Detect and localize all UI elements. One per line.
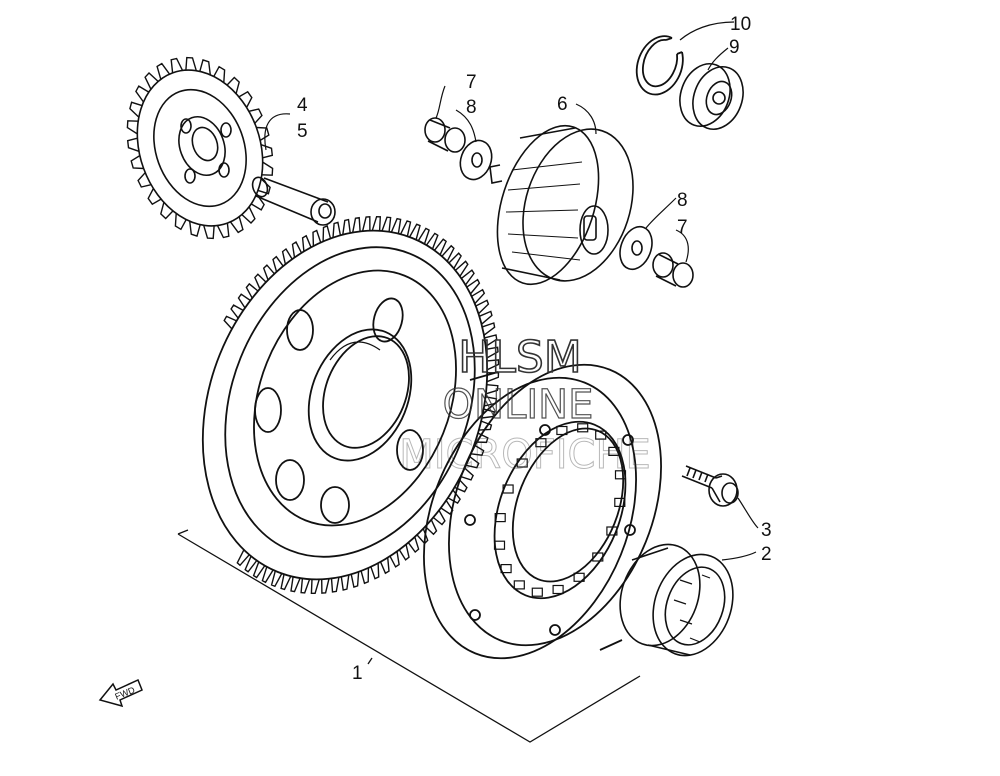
callout-4: 4 (297, 95, 308, 116)
gear-teeth (223, 215, 500, 594)
watermark-line-1: HLSM (458, 332, 582, 383)
sprag-roller (513, 580, 525, 590)
sprag-roller (608, 446, 620, 456)
leader-lines (264, 21, 759, 561)
part-clutch-body (423, 363, 662, 660)
callout-10: 10 (730, 14, 751, 35)
part-bushing-7-upper (424, 117, 466, 153)
part-clutch-drum-6 (489, 124, 634, 286)
sprag-roller (595, 430, 607, 440)
sprag-roller (531, 587, 543, 597)
sprag-roller (516, 458, 528, 468)
watermark-line-2: ONLINE (443, 382, 594, 428)
sprag-roller (493, 540, 506, 550)
sprag-roller (502, 484, 514, 494)
part-starter-gear-1 (201, 215, 500, 594)
callout-numbers: 1 2 3 4 5 6 7 8 8 7 9 10 (297, 14, 772, 684)
sprag-roller (606, 526, 618, 536)
part-washer-8-upper (459, 139, 493, 181)
part-washer-8-lower (619, 225, 653, 271)
fwd-arrow: FWD (98, 678, 143, 708)
sprag-roller (535, 438, 547, 448)
callout-2: 2 (761, 544, 772, 565)
sprag-roller (592, 552, 604, 562)
sprag-roller (614, 470, 627, 480)
callout-1: 1 (352, 663, 363, 684)
sprag-roller (573, 572, 585, 582)
part-bolt-3 (681, 465, 739, 507)
callout-6: 6 (557, 94, 568, 115)
part-gear-4 (126, 56, 274, 240)
callout-8-upper: 8 (466, 97, 477, 118)
sprag-roller (614, 497, 626, 507)
callout-5: 5 (297, 121, 308, 142)
callout-8-lower: 8 (677, 190, 688, 211)
part-shaft-5 (251, 176, 336, 226)
fwd-label: FWD (113, 685, 136, 702)
sprag-roller (577, 423, 589, 433)
part-bearing-2 (619, 543, 734, 657)
part-snap-ring-10 (635, 35, 684, 96)
callout-7-lower: 7 (677, 217, 688, 238)
watermark-line-3: MICROFICHE (399, 432, 651, 478)
sprag-roller (552, 584, 564, 595)
part-bushing-7-lower (652, 252, 694, 288)
sprag-roller (556, 425, 568, 436)
gear-teeth (126, 56, 274, 240)
callout-7-upper: 7 (466, 72, 477, 93)
sprag-roller (500, 563, 512, 574)
bracket-part-1 (177, 529, 641, 743)
part-ball-bearing-9 (679, 63, 744, 130)
callout-3: 3 (761, 520, 772, 541)
sprag-roller (494, 512, 506, 523)
watermark: HLSM ONLINE MICROFICHE (399, 331, 652, 478)
callout-9: 9 (729, 37, 740, 58)
